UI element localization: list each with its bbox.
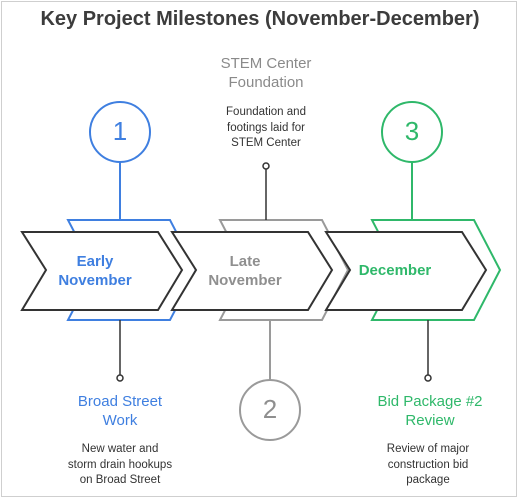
milestone-3-description: Review of major construction bid package	[358, 442, 498, 489]
heading-line-1: Broad Street	[77, 393, 163, 410]
chevron-early-november	[20, 219, 198, 321]
period-line-2: November	[208, 271, 282, 289]
period-label-early-november: Early November	[40, 253, 150, 291]
milestone-2-description: Foundation and footings laid for STEM Ce…	[196, 105, 336, 152]
period-line-1: Late	[229, 253, 261, 270]
period-label-december: December	[358, 262, 432, 279]
desc-line-2: footings laid for	[227, 121, 305, 134]
desc-line-1: New water and	[81, 443, 159, 455]
desc-line-3: package	[406, 474, 450, 487]
chevron-late-november	[170, 219, 350, 321]
heading-line-1: Bid Package #2	[377, 393, 483, 410]
desc-line-1: Review of major	[386, 443, 470, 455]
heading-line-1: STEM Center	[220, 55, 312, 72]
milestone-3-number: 3	[404, 116, 420, 146]
desc-line-3: on Broad Street	[79, 474, 161, 487]
heading-line-2: Foundation	[228, 73, 304, 91]
milestone-1-heading: Broad Street Work	[45, 393, 195, 431]
milestone-2-heading: STEM Center Foundation	[196, 55, 336, 93]
period-line-2: November	[58, 271, 132, 289]
desc-line-2: construction bid	[387, 458, 469, 471]
chevron-december	[324, 219, 502, 321]
milestone-1-description: New water and storm drain hookups on Bro…	[45, 442, 195, 489]
desc-line-2: storm drain hookups	[67, 458, 173, 471]
milestone-3-dot	[424, 374, 432, 382]
heading-line-2: Review	[405, 411, 455, 429]
milestone-1-dot	[116, 374, 124, 382]
diagram-title: Key Project Milestones (November-Decembe…	[40, 8, 480, 30]
milestone-3-heading: Bid Package #2 Review	[350, 393, 510, 431]
milestone-2-circle	[239, 379, 301, 441]
milestone-2-number: 2	[262, 394, 278, 424]
period-label-late-november: Late November	[190, 253, 300, 291]
heading-line-2: Work	[102, 411, 138, 429]
milestone-2-dot	[262, 162, 270, 170]
period-line-1: Early	[76, 253, 114, 270]
milestone-1-number: 1	[112, 116, 128, 146]
desc-line-3: STEM Center	[231, 137, 301, 150]
desc-line-1: Foundation and	[226, 106, 306, 118]
